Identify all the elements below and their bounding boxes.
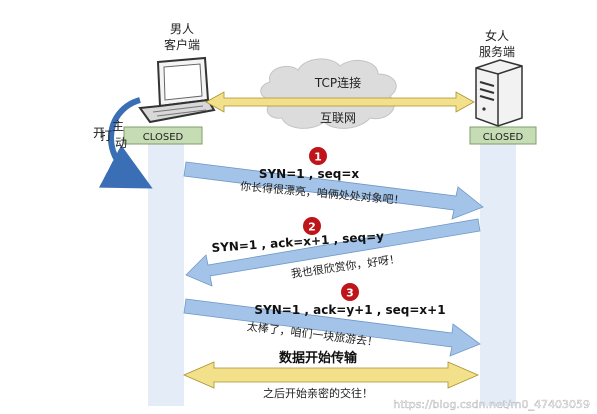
client-action-vertical: 主 动 打 开 xyxy=(93,119,127,150)
server-state-box xyxy=(469,126,537,145)
data-transfer-title: 数据开始传输 xyxy=(279,350,358,366)
internet-label: 互联网 xyxy=(320,111,356,125)
step1-fields: SYN=1 , seq=x xyxy=(259,167,360,181)
step3-badge xyxy=(341,283,359,301)
step2-badge xyxy=(303,217,321,235)
client-action-char: 打 xyxy=(100,129,112,143)
client-title-line1: 男人 xyxy=(170,22,194,36)
server-lane-bar xyxy=(480,138,516,406)
client-title-line2: 客户端 xyxy=(164,37,200,52)
client-action-char: 动 xyxy=(115,136,127,150)
client-lane-bar xyxy=(148,138,184,406)
client-action-char: 主 xyxy=(112,119,124,133)
watermark-text: https://blog.csdn.net/m0_47403059 xyxy=(393,398,590,411)
internet-cloud-icon xyxy=(260,58,397,129)
client-state-box xyxy=(123,126,203,145)
curved-arrow-icon xyxy=(98,97,153,189)
tcp-connection-double-arrow xyxy=(205,91,475,113)
server-title-line2: 服务端 xyxy=(479,44,515,59)
step3-number: 3 xyxy=(346,287,354,300)
client-action-char: 开 xyxy=(93,126,105,140)
step2-number: 2 xyxy=(308,221,316,234)
tcp-connection-label: TCP连接 xyxy=(314,75,361,90)
ack-arrow-step3 xyxy=(183,298,481,357)
server-title-line1: 女人 xyxy=(485,28,509,43)
server-state-label: CLOSED xyxy=(483,132,524,143)
syn-ack-arrow-step2 xyxy=(185,218,481,287)
laptop-icon xyxy=(138,56,216,124)
syn-arrow-step1 xyxy=(183,161,484,220)
data-transfer-double-arrow xyxy=(182,361,480,389)
step1-badge xyxy=(309,147,327,165)
client-state-label: CLOSED xyxy=(143,132,184,143)
step3-fields: SYN=1 , ack=y+1 , seq=x+1 xyxy=(254,303,445,317)
data-transfer-subtitle: 之后开始亲密的交往！ xyxy=(263,386,373,400)
step1-number: 1 xyxy=(314,151,322,164)
server-icon xyxy=(475,59,523,127)
